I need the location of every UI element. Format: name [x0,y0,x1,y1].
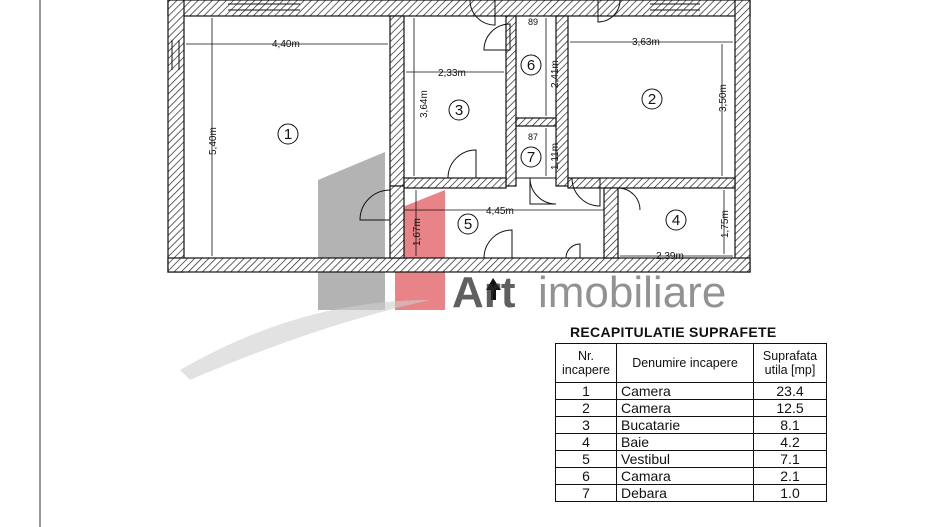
cell-area: 8.1 [753,416,827,434]
dim-room2-height: 3,50m [718,84,729,112]
room-marker-5: 5 [457,213,479,235]
cell-area: 23.4 [753,382,827,400]
cell-name: Camara [616,467,754,485]
recap-title: RECAPITULATIE SUPRAFETE [570,324,777,340]
room-outlines [183,15,736,259]
cell-name: Bucatarie [616,416,754,434]
cell-nr: 5 [555,450,617,468]
svg-text:7: 7 [527,149,535,166]
cell-nr: 7 [555,484,617,502]
dim-room6-height: 2,41m [550,60,561,88]
dim-room3-height: 3,64m [419,90,430,118]
header-nr: Nr. incapere [555,343,617,383]
dim-hall-width: 4,45m [486,206,514,217]
header-name: Denumire incapere [616,343,754,383]
table-row: 7 Debara 1.0 [555,484,827,502]
cell-area: 4.2 [753,433,827,451]
dim-room7-height: 1,11m [550,143,561,170]
dim-hall-height: 1,67m [412,218,423,246]
dim-room2-width: 3,63m [632,37,660,48]
cell-nr: 4 [555,433,617,451]
recap-header-row: Nr. incapere Denumire incapere Suprafata… [555,343,827,383]
entrance-arrow-icon [486,278,501,300]
windows [171,3,700,70]
room-marker-1: 1 [277,123,299,145]
table-row: 2 Camera 12.5 [555,399,827,417]
dim-room4-width: 2,39m [656,251,684,262]
cell-nr: 3 [555,416,617,434]
table-row: 6 Camara 2.1 [555,467,827,485]
room-marker-3: 3 [448,99,470,121]
dim-room1-width: 4,40m [272,39,300,50]
walls [167,0,751,273]
cell-name: Debara [616,484,754,502]
table-row: 4 Baie 4.2 [555,433,827,451]
svg-text:3: 3 [455,102,463,119]
room-marker-7: 7 [520,146,542,168]
cell-area: 12.5 [753,399,827,417]
svg-text:4: 4 [672,212,680,229]
cell-name: Baie [616,433,754,451]
door-label-7: 87 [528,132,538,142]
cell-nr: 2 [555,399,617,417]
door-swings [359,0,641,259]
recap-table: Nr. incapere Denumire incapere Suprafata… [555,343,827,502]
cell-nr: 1 [555,382,617,400]
dim-room4-height: 1,75m [720,210,731,238]
svg-text:5: 5 [464,216,472,233]
cell-area: 7.1 [753,450,827,468]
table-row: 1 Camera 23.4 [555,382,827,400]
svg-text:6: 6 [527,57,535,74]
room-marker-4: 4 [665,209,687,231]
svg-text:1: 1 [284,126,292,143]
table-row: 3 Bucatarie 8.1 [555,416,827,434]
room-marker-2: 2 [641,88,663,110]
door-label-6: 89 [528,17,538,27]
header-area: Suprafata utila [mp] [753,343,827,383]
cell-nr: 6 [555,467,617,485]
cell-area: 1.0 [753,484,827,502]
dim-room3-width: 2,33m [438,68,466,79]
table-row: 5 Vestibul 7.1 [555,450,827,468]
svg-text:2: 2 [648,91,656,108]
dim-room1-height: 5,40m [208,127,219,155]
dimension-lines [186,18,733,257]
watermark-brand-rest: imobiliare [538,268,726,317]
cell-name: Camera [616,399,754,417]
cell-area: 2.1 [753,467,827,485]
watermark-brand-bold: Art [452,268,516,317]
room-marker-6: 6 [520,54,542,76]
cell-name: Camera [616,382,754,400]
cell-name: Vestibul [616,450,754,468]
